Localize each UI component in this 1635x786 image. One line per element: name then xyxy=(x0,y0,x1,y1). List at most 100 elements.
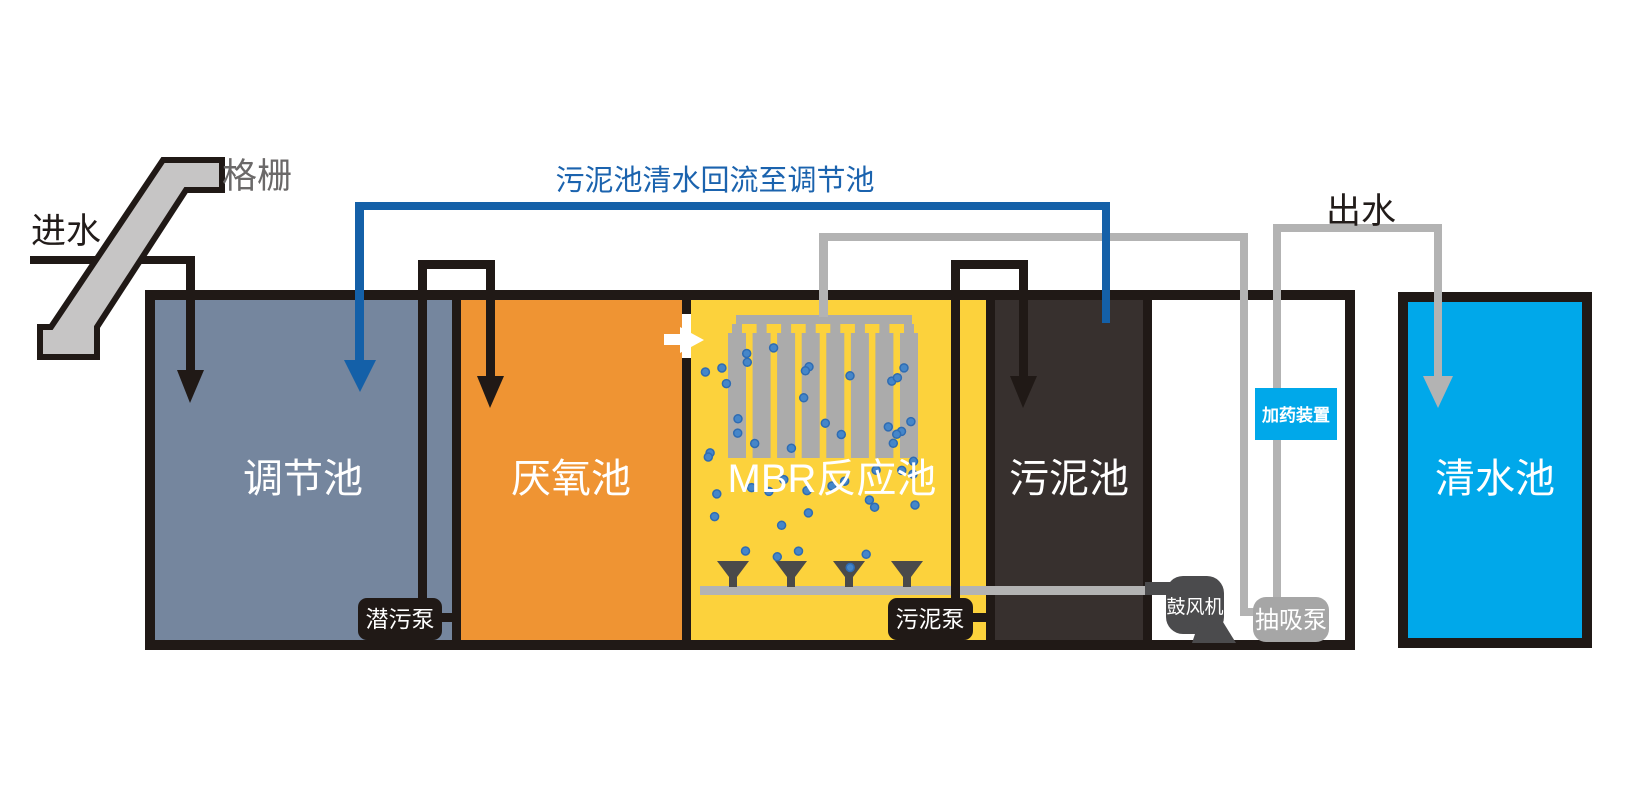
bubble-icon xyxy=(845,371,855,381)
divider-anaerobic-mbr-bottom xyxy=(682,358,691,640)
membrane-plate xyxy=(826,333,845,458)
bubble-icon xyxy=(786,443,797,453)
bubble-icon xyxy=(899,363,909,373)
bubble-icon xyxy=(827,481,837,491)
bubble-icon xyxy=(906,416,916,427)
regulating-tank-label: 调节池 xyxy=(243,457,363,501)
membrane-plate-stub xyxy=(732,324,742,334)
bubble-icon xyxy=(803,508,814,518)
bubble-icon xyxy=(888,438,899,449)
outlet-arrow-icon xyxy=(1423,376,1453,408)
to-anaerobic-arrow-icon xyxy=(477,376,504,408)
bubble-icon xyxy=(845,562,855,573)
bubble-icon xyxy=(839,476,850,486)
sludge-tank-label: 污泥池 xyxy=(1009,457,1129,501)
inlet-arrow-icon xyxy=(177,370,204,403)
outlet-label: 出水 xyxy=(1326,192,1396,231)
aeration-bubbles xyxy=(700,343,920,573)
to-sludge-arrow-icon xyxy=(1010,376,1037,408)
bubble-icon xyxy=(741,348,752,359)
bubble-icon xyxy=(703,452,714,462)
membrane-plate-stub xyxy=(805,324,816,334)
return-arrow-icon xyxy=(344,360,376,392)
submersible-pump-pipe xyxy=(418,260,504,600)
membrane-slats xyxy=(728,324,918,458)
bubble-icon xyxy=(892,372,903,383)
diffuser-icon xyxy=(775,561,807,587)
mbr-tank-label: MBR反应池 xyxy=(728,457,937,501)
membrane-plate xyxy=(728,333,746,458)
bubble-icon xyxy=(779,474,789,485)
divider-sludge-equipment xyxy=(1143,300,1152,640)
bubble-icon xyxy=(883,422,894,432)
submersible-pump: 潜污泵 xyxy=(358,598,456,640)
bubble-icon xyxy=(869,502,880,512)
bubble-icon xyxy=(776,520,787,531)
bubble-icon xyxy=(733,414,743,424)
membrane-plate xyxy=(900,333,918,458)
bubble-icon xyxy=(802,485,812,496)
air-pipe xyxy=(700,586,1162,595)
bubble-icon xyxy=(721,378,732,389)
suction-pump: 抽吸泵 xyxy=(1253,597,1329,642)
clean-water-tank-label: 清水池 xyxy=(1435,457,1555,501)
membrane-plate-stub xyxy=(830,324,841,334)
suction-pump-label: 抽吸泵 xyxy=(1255,607,1327,634)
bubble-icon xyxy=(908,469,918,479)
bubble-icon xyxy=(897,465,907,476)
bubble-icon xyxy=(772,552,783,562)
bubble-icon xyxy=(746,482,757,493)
bubble-icon xyxy=(740,546,751,556)
bubble-icon xyxy=(732,428,743,438)
sludge-pump: 污泥泵 xyxy=(888,598,988,640)
divider-regulating-anaerobic xyxy=(452,300,461,640)
bubble-icon xyxy=(709,511,720,522)
diffuser-icon xyxy=(891,561,923,587)
bubble-icon xyxy=(798,393,809,403)
bubble-icon xyxy=(712,489,722,499)
membrane-plate-stub xyxy=(854,324,865,334)
bar-screen-icon xyxy=(37,157,225,360)
screen-label: 格栅 xyxy=(222,157,292,196)
bubble-icon xyxy=(861,549,871,560)
return-line-label: 污泥池清水回流至调节池 xyxy=(555,164,874,197)
membrane-plate-stub xyxy=(879,324,890,334)
membrane-plate xyxy=(752,333,771,458)
bubble-icon xyxy=(871,465,881,475)
bubble-icon xyxy=(742,357,753,368)
sludge-pump-label: 污泥泵 xyxy=(896,606,965,632)
membrane-header xyxy=(736,315,912,324)
sludge-pump-pipe xyxy=(951,260,1037,598)
dosing-device-label: 加药装置 xyxy=(1261,405,1330,425)
membrane-plate xyxy=(875,333,894,458)
membrane-plate-stub xyxy=(781,324,792,334)
return-line xyxy=(344,202,1110,392)
bubble-icon xyxy=(764,486,774,497)
anaerobic-tank-label: 厌氧池 xyxy=(511,457,631,501)
diffuser-icon xyxy=(833,561,865,587)
bubble-icon xyxy=(768,343,779,353)
bubble-icon xyxy=(700,367,711,377)
bubble-icon xyxy=(908,456,919,467)
bubble-icon xyxy=(749,438,760,449)
divider-mbr-sludge xyxy=(986,300,995,640)
diffuser-icon xyxy=(717,561,749,587)
bubble-icon xyxy=(820,418,831,428)
membrane-module xyxy=(728,315,918,458)
overflow-arrow-icon xyxy=(664,327,704,353)
membrane-plate xyxy=(850,333,869,458)
blower-label: 鼓风机 xyxy=(1166,596,1223,618)
blower-icon xyxy=(1145,576,1236,643)
membrane-plate-stub xyxy=(904,324,914,334)
bubble-icon xyxy=(800,366,811,376)
bubble-icon xyxy=(864,495,875,505)
membrane-plate-stub xyxy=(756,324,767,334)
permeate-pipe xyxy=(819,233,1256,616)
regulating-tank-fill xyxy=(155,300,452,640)
dosing-device-box xyxy=(1255,388,1337,440)
bubble-icon xyxy=(891,429,902,440)
inlet-label: 进水 xyxy=(31,212,101,251)
bubble-icon xyxy=(910,500,920,510)
